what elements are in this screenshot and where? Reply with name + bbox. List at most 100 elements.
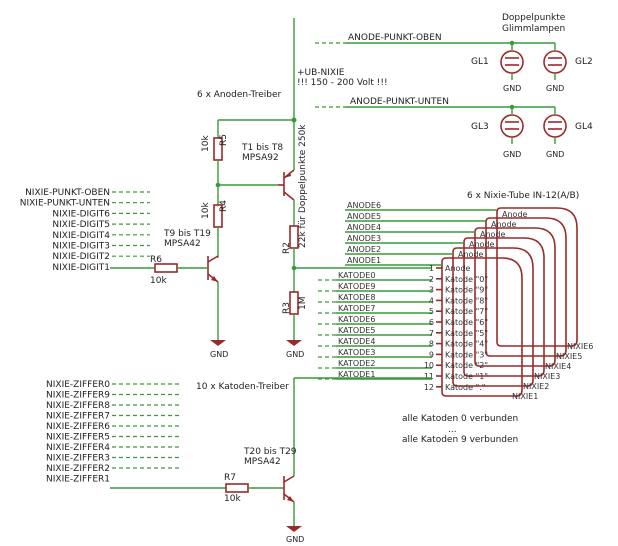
nixie-tube-title: 6 x Nixie-Tube IN-12(A/B) <box>467 191 579 201</box>
pin-number: 12 <box>424 383 434 392</box>
r6-value: 10k <box>150 276 167 286</box>
r3-label: R3 <box>282 302 292 314</box>
pin-number: 8 <box>429 340 434 349</box>
ziffer-net-label: NIXIE-ZIFFER8 <box>46 401 110 411</box>
pin-number: 10 <box>424 361 434 370</box>
katode-net-label: KATODE6 <box>338 315 375 324</box>
katode-net-label: KATODE4 <box>338 337 375 346</box>
anode-net-label: ANODE2 <box>347 245 381 254</box>
anode-net-label: ANODE4 <box>347 223 381 232</box>
tube-anode-label: Anode <box>502 210 528 219</box>
tube-anode-label: Anode <box>480 230 506 239</box>
gnd-label: GND <box>286 350 304 359</box>
anode-net-label: ANODE6 <box>347 201 381 210</box>
katode-net-label: KATODE7 <box>338 304 375 313</box>
anode-net-label: ANODE3 <box>347 234 381 243</box>
nixie-tube-body <box>463 237 545 377</box>
pin-label: Katode "3" <box>445 350 488 359</box>
pin-number: 1 <box>429 264 434 273</box>
tube-anode-label: Anode <box>458 250 484 259</box>
pin-label: Katode "0" <box>445 275 488 284</box>
pin-label: Katode "7" <box>445 307 488 316</box>
tube-anode-label: Anode <box>491 220 517 229</box>
pin-number: 2 <box>429 275 434 284</box>
tube-anode-label: Anode <box>469 240 495 249</box>
pin-label: Katode "5" <box>445 329 488 338</box>
ziffer-net-label: NIXIE-ZIFFER3 <box>46 454 110 464</box>
tube-name-label: NIXIE1 <box>512 392 538 401</box>
katode-net-label: KATODE5 <box>338 326 375 335</box>
katoden-note-dots: ... <box>448 425 457 435</box>
ziffer-net-label: NIXIE-ZIFFER2 <box>46 464 110 474</box>
tube-name-label: NIXIE6 <box>567 342 593 351</box>
ub-nixie-label: +UB-NIXIE <box>297 68 345 78</box>
transistor-npn-t20 <box>283 475 295 503</box>
tube-name-label: NIXIE3 <box>534 372 560 381</box>
gl2-label: GL2 <box>575 57 593 67</box>
pin-number: 5 <box>429 307 434 316</box>
r4-value: 10k <box>201 202 211 219</box>
katode-net-label: KATODE1 <box>338 370 375 379</box>
r4-label: R4 <box>219 200 229 212</box>
anode-net-label: ANODE1 <box>347 256 381 265</box>
r5-label: R5 <box>219 134 229 146</box>
pin-label: Katode "4" <box>445 340 488 349</box>
pin-label: Katode "6" <box>445 318 488 327</box>
gnd-label: GND <box>546 150 564 159</box>
ziffer-net-list: NIXIE-ZIFFER0NIXIE-ZIFFER9NIXIE-ZIFFER8N… <box>46 380 180 485</box>
ziffer-net-label: NIXIE-ZIFFER7 <box>46 412 110 422</box>
digit-net-label: NIXIE-PUNKT-OBEN <box>25 188 110 198</box>
glow-lamp-gl4: GL4 GND <box>543 107 593 159</box>
digit-net-label: NIXIE-DIGIT5 <box>52 220 110 230</box>
ziffer-net-label: NIXIE-ZIFFER0 <box>46 380 110 390</box>
r2-value: 22k für Doppelpunkte 250k <box>298 124 308 248</box>
ground-symbol <box>286 340 302 346</box>
ziffer-net-label: NIXIE-ZIFFER4 <box>46 443 110 453</box>
digit-net-label: NIXIE-DIGIT4 <box>52 231 110 241</box>
pin-label: Katode "1" <box>445 372 488 381</box>
mpsa42-label-b: MPSA42 <box>244 457 281 467</box>
r2-label: R2 <box>282 242 292 254</box>
pin-number: 11 <box>424 372 434 381</box>
nixie-tube-body <box>496 207 578 347</box>
nixie-tube-stack: AnodeNIXIE6AnodeNIXIE5AnodeNIXIE4AnodeNI… <box>441 207 593 401</box>
glow-lamp-gl1: GL1 GND <box>471 43 524 93</box>
pin-label: Katode "2" <box>445 361 488 370</box>
ziffer-net-label: NIXIE-ZIFFER1 <box>46 475 110 485</box>
gl4-label: GL4 <box>575 122 593 132</box>
transistor-pnp-t1 <box>278 169 295 201</box>
pin-label: Anode <box>445 264 471 273</box>
r3-value: 1M <box>298 297 308 311</box>
digit-net-list: NIXIE-PUNKT-OBENNIXIE-PUNKT-UNTENNIXIE-D… <box>20 188 150 273</box>
katode-net-label: KATODE8 <box>338 293 375 302</box>
mpsa42-label-a: MPSA42 <box>164 239 201 249</box>
katoden-note-1: alle Katoden 0 verbunden <box>402 414 518 424</box>
r5-value: 10k <box>201 135 211 152</box>
transistor-npn-t9 <box>207 255 219 283</box>
ziffer-net-label: NIXIE-ZIFFER5 <box>46 433 110 443</box>
ub-voltage-label: !!! 150 - 200 Volt !!! <box>297 78 388 88</box>
anode-net-label: ANODE5 <box>347 212 381 221</box>
pin-number: 7 <box>429 329 434 338</box>
pin-label: Katode "." <box>445 383 485 392</box>
gnd-label: GND <box>210 350 228 359</box>
pin-label: Katode "9" <box>445 286 488 295</box>
ziffer-net-label: NIXIE-ZIFFER9 <box>46 391 110 401</box>
katode-net-list: KATODE0KATODE9KATODE8KATODE7KATODE6KATOD… <box>318 271 432 380</box>
glow-lamp-gl3: GL3 GND <box>471 107 524 159</box>
digit-net-label: NIXIE-DIGIT1 <box>52 263 110 273</box>
gl1-label: GL1 <box>471 57 489 67</box>
tube-name-label: NIXIE4 <box>545 362 571 371</box>
digit-net-label: NIXIE-DIGIT2 <box>52 252 110 262</box>
pin-number: 4 <box>429 296 434 305</box>
ziffer-net-label: NIXIE-ZIFFER6 <box>46 422 110 432</box>
gnd-label: GND <box>286 535 304 544</box>
anoden-treiber-label: 6 x Anoden-Treiber <box>197 90 281 100</box>
ground-symbol <box>286 526 302 532</box>
t20-t29-label: T20 bis T29 <box>243 447 297 457</box>
resistor-r7 <box>225 483 249 493</box>
